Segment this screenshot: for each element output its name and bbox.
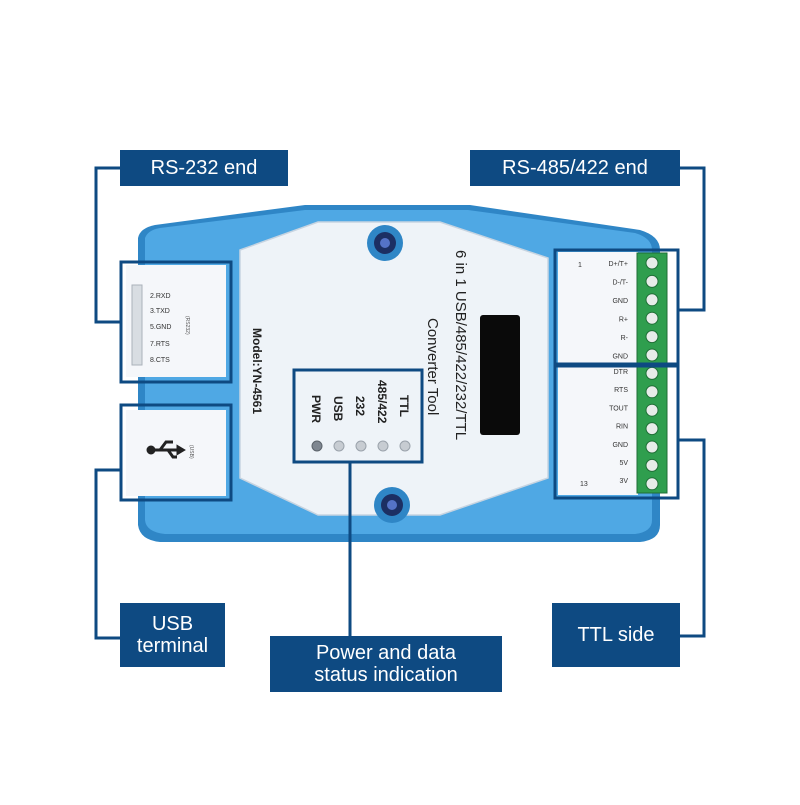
usb-tag: (USB) <box>188 445 194 459</box>
terminal-screw <box>645 385 659 399</box>
rs485-frame <box>553 248 680 366</box>
ttl-pin-7: 3V <box>619 478 628 485</box>
led-pwr <box>311 440 323 452</box>
terminal-screw <box>645 458 659 472</box>
terminal-screw <box>645 440 659 454</box>
rs485-pin-4: R+ <box>619 317 628 324</box>
rs232-pin-5: 8.CTS <box>150 357 170 364</box>
rs232-pin-1: 2.RXD <box>150 293 171 300</box>
ttl-pin-6: 5V <box>619 460 628 467</box>
terminal-screw <box>645 311 659 325</box>
callout-usb-terminal: USB terminal <box>120 603 225 667</box>
callout-rs485-422-end: RS-485/422 end <box>470 150 680 186</box>
ttl-frame <box>553 364 680 500</box>
callout-rs485-text: RS-485/422 end <box>502 157 648 179</box>
led-label-pwr: PWR <box>309 395 323 423</box>
led-label-232: 232 <box>353 396 367 416</box>
rs485-pin-6: GND <box>612 354 628 361</box>
terminal-screw <box>645 422 659 436</box>
ttl-pin-1: DTR <box>614 369 628 376</box>
terminal-screw <box>645 403 659 417</box>
usb-port-face <box>126 410 226 496</box>
rs232-tag: (RS232) <box>184 316 190 335</box>
ttl-pin-2: RTS <box>614 387 628 394</box>
terminal-screw <box>645 256 659 270</box>
callout-status-indication: Power and data status indication <box>270 636 502 692</box>
led-label-ttl: TTL <box>397 395 411 417</box>
rs485-pin-1: D+/T+ <box>609 261 628 268</box>
rs232-pin-2: 3.TXD <box>150 308 170 315</box>
terminal-screw <box>645 366 659 380</box>
rs232-pin-3: 5.GND <box>150 324 171 331</box>
screw-bottom <box>374 487 410 523</box>
usb-icon <box>146 440 186 459</box>
callout-usb-line1: USB <box>151 613 194 635</box>
callout-status-line1: Power and data <box>315 642 457 664</box>
led-ttl <box>399 440 411 452</box>
screw-top <box>367 225 403 261</box>
device-title: 6 in 1 USB/485/422/232/TTL <box>452 250 469 440</box>
rs485-pin-3: GND <box>612 298 628 305</box>
callout-rs232-text: RS-232 end <box>150 157 258 179</box>
callout-ttl-text: TTL side <box>577 624 655 646</box>
ttl-pin-5: GND <box>612 442 628 449</box>
rs485-pin-2: D-/T- <box>612 280 628 287</box>
terminal-screw <box>645 293 659 307</box>
terminal-face <box>558 252 638 495</box>
ttl-pin-3: TOUT <box>609 405 629 412</box>
led-label-485: 485/422 <box>375 380 389 424</box>
device-subtitle: Converter Tool <box>424 318 441 415</box>
callout-usb-line2: terminal <box>136 635 209 657</box>
terminal-screw <box>645 330 659 344</box>
terminal-screw <box>645 477 659 491</box>
terminal-screw <box>645 348 659 362</box>
led-frame <box>292 368 424 464</box>
callout-ttl-side: TTL side <box>552 603 680 667</box>
model-label: Model:YN-4561 <box>250 328 264 414</box>
led-usb <box>333 440 345 452</box>
leader-rs485 <box>678 166 706 312</box>
terminal-number-first: 1 <box>578 262 582 269</box>
leader-usb <box>94 468 121 640</box>
led-label-usb: USB <box>331 396 345 422</box>
rs232-port-face <box>126 265 226 377</box>
rs232-connector <box>131 284 143 366</box>
led-232 <box>355 440 367 452</box>
rs232-pin-4: 7.RTS <box>150 341 170 348</box>
usb-frame <box>119 403 233 502</box>
leader-ttl <box>678 438 706 638</box>
terminal-screw <box>645 274 659 288</box>
display-window <box>480 315 520 435</box>
callout-status-line2: status indication <box>314 664 458 686</box>
callout-rs232-end: RS-232 end <box>120 150 288 186</box>
leader-rs232 <box>94 166 121 324</box>
ttl-pin-4: RIN <box>616 424 628 431</box>
rs485-pin-5: R- <box>621 335 629 342</box>
terminal-number-last: 13 <box>580 481 588 488</box>
led-485 <box>377 440 389 452</box>
